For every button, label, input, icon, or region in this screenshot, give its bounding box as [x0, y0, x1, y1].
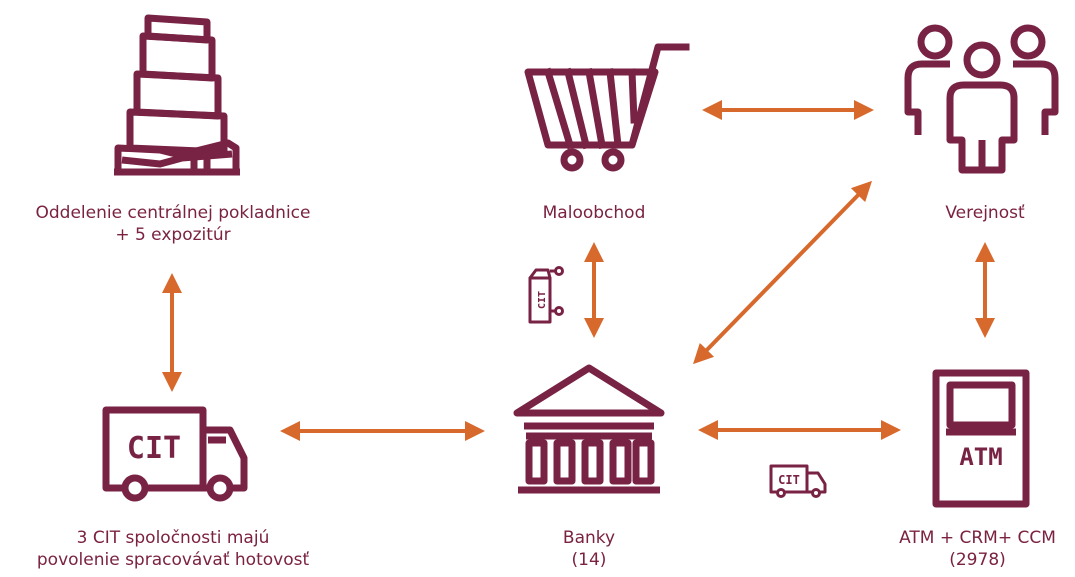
public-label: Verejnosť	[885, 202, 1075, 224]
atm-label-line-1: ATM + CRM+ CCM	[899, 528, 1056, 548]
cit-label: 3 CIT spoločnosti majú povolenie spracov…	[0, 527, 346, 571]
central-label: Oddelenie centrálnej pokladnice + 5 expo…	[0, 202, 346, 246]
atm-badge: ATM	[959, 443, 1002, 471]
banks-label-line-2: (14)	[571, 550, 607, 570]
cit-label-line-2: povolenie spracovávať hotovosť	[36, 550, 310, 570]
cit-van-icon	[769, 464, 827, 498]
cit-bag-icon	[528, 266, 564, 324]
shopping-cart-icon	[524, 43, 690, 172]
arrow-public-banks	[693, 180, 872, 365]
retail-label: Maloobchod	[494, 202, 694, 224]
cit-truck-badge: CIT	[127, 431, 181, 466]
flow-arrows	[162, 100, 995, 441]
public-label-line-1: Verejnosť	[945, 203, 1025, 223]
banks-label-line-1: Banky	[562, 528, 616, 548]
bank-building-icon	[513, 364, 665, 494]
atm-machine-icon	[932, 369, 1030, 508]
central-label-line-1: Oddelenie centrálnej pokladnice	[35, 203, 311, 223]
cit-truck-icon	[102, 406, 248, 502]
cit-van-label: CIT	[778, 473, 800, 487]
central-label-line-2: + 5 expozitúr	[115, 225, 231, 245]
atm-label-line-2: (2978)	[949, 550, 1006, 570]
atm-label: ATM + CRM+ CCM (2978)	[880, 527, 1075, 571]
people-group-icon	[904, 24, 1059, 174]
banks-label: Banky (14)	[489, 527, 689, 571]
central-bank-tower-icon	[114, 14, 240, 176]
retail-label-line-1: Maloobchod	[542, 203, 646, 223]
cit-label-line-1: 3 CIT spoločnosti majú	[76, 528, 270, 548]
cit-bag-label: CIT	[537, 291, 548, 309]
